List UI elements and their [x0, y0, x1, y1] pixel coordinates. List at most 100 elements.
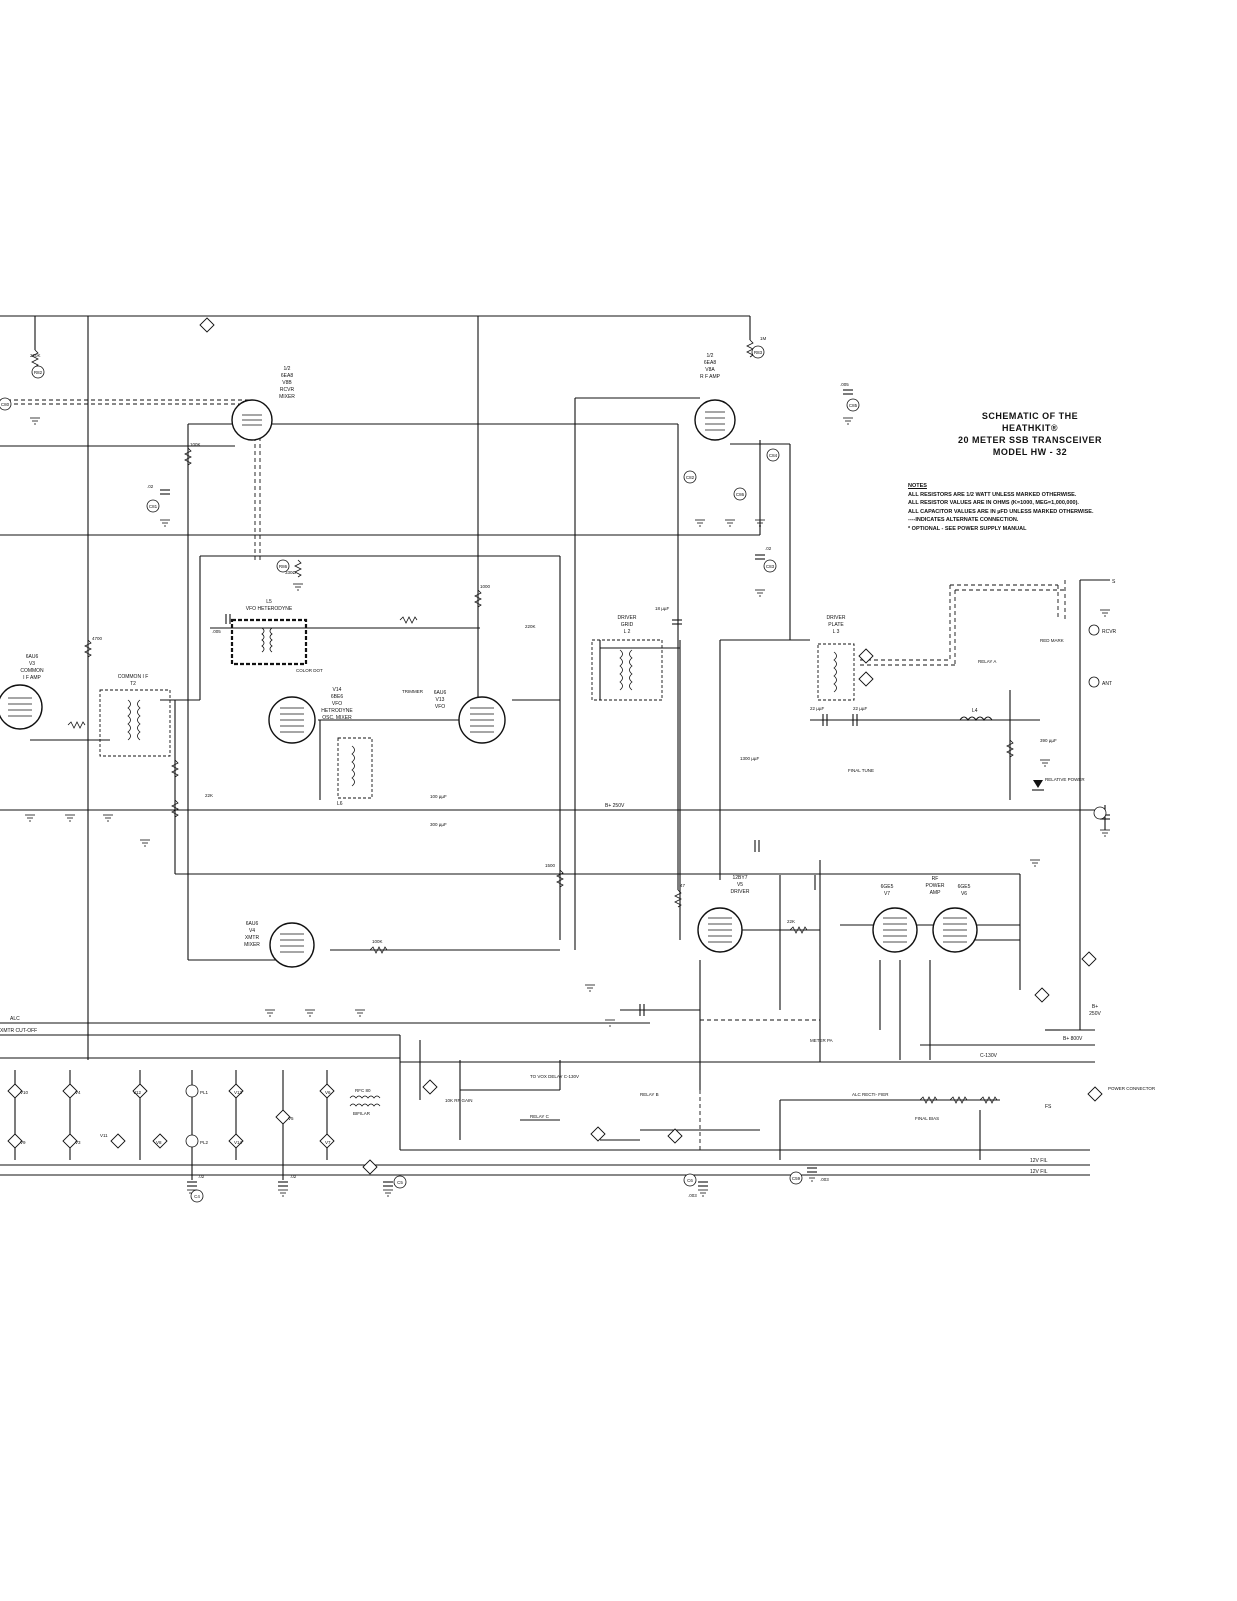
heater-v14: V14 [234, 1140, 243, 1145]
c8-value: .02 [198, 1174, 205, 1179]
ref-r82: R82 [34, 370, 43, 375]
tube-v5 [697, 907, 743, 953]
rcvr-connector [1088, 624, 1100, 688]
ref-c84: C84 [769, 453, 778, 458]
heater-v6: V6 [325, 1090, 331, 1095]
heater-pl2: PL2 [200, 1140, 209, 1145]
heater-v11: V11 [100, 1133, 108, 1138]
note-line: ALL CAPACITOR VALUES ARE IN µFD UNLESS M… [908, 508, 1094, 515]
c23-value: 22 µµF [853, 706, 867, 711]
tube-v3 [0, 684, 43, 730]
wiring [0, 315, 1110, 1176]
c55-value: .005 [840, 382, 849, 387]
final-bias-label: FINAL BIAS [915, 1116, 939, 1121]
c91-value: .005 [212, 629, 221, 634]
alc-label: ALC [10, 1016, 20, 1022]
coil-l4 [959, 716, 993, 721]
heater-v5: V5 [288, 1116, 294, 1121]
heater-v12: V12 [133, 1090, 142, 1095]
tube-v13 [458, 696, 506, 744]
heater-v7: V7 [325, 1140, 331, 1145]
heater-v3: V3 [75, 1140, 81, 1145]
heater-v4: V4 [75, 1090, 81, 1095]
transformer-t2 [99, 689, 171, 757]
ref-r83: R83 [754, 350, 763, 355]
rfc80-label: RFC 80 [355, 1088, 371, 1093]
heater-string [7, 1070, 381, 1180]
tube-v14 [268, 696, 316, 744]
heater-v9: V9 [20, 1140, 26, 1145]
heater-v8: V8 [156, 1140, 162, 1145]
c22-value: 22 µµF [810, 706, 824, 711]
ref-c80: C80 [1, 402, 10, 407]
tube-v8a [694, 399, 736, 441]
r87-value: 4700 [92, 636, 103, 641]
c43-value: 300 µµF [430, 822, 447, 827]
c90-value: .02 [147, 484, 154, 489]
schematic-notes: NOTES ALL RESISTORS ARE 1/2 WATT UNLESS … [908, 482, 1148, 533]
reference-circles: R82 C80 R83 C85 C81 C82 C84 C86 C83 R86 … [0, 345, 1107, 1203]
c130-label: C-130V [980, 1053, 998, 1059]
alc-rectifier-label: ALC RECTI- FIER [852, 1092, 889, 1097]
note-line: ALL RESISTOR VALUES ARE IN OHMS (K=1000,… [908, 500, 1079, 506]
tube-v4 [269, 922, 315, 968]
meter-pa-label: METER PA [810, 1038, 833, 1043]
title-line-3: 20 METER SSB TRANSCEIVER [957, 435, 1103, 445]
relative-power-diode [1032, 780, 1044, 791]
component-values: 220K 1M 100K 330Ω 4700 1000 220K 100K 15… [30, 336, 1057, 1198]
r82-value: 220K [30, 353, 41, 358]
ant-label: ANT [1102, 681, 1112, 687]
fil1-label: 12V FIL [1030, 1158, 1048, 1164]
l4-label: L4 [972, 708, 978, 714]
note-line: ----INDICATES ALTERNATE CONNECTION. [908, 517, 1019, 523]
c19-value: 18 µµF [655, 606, 669, 611]
ref-r86: R86 [279, 564, 288, 569]
r83-value: 1M [760, 336, 767, 341]
relay-c-label: RELAY C [530, 1114, 550, 1119]
fil2-label: 12V FIL [1030, 1169, 1048, 1175]
r47-value: 22K [787, 919, 795, 924]
title-line-1: SCHEMATIC OF THE [981, 411, 1079, 421]
coil-l5 [230, 618, 308, 666]
relay-b-label: RELAY B [640, 1092, 659, 1097]
ref-c81: C81 [149, 504, 158, 509]
ref-c82: C82 [686, 475, 695, 480]
b250-right-label: B+250V [1089, 1004, 1101, 1017]
ref-c4: C5 [397, 1180, 403, 1185]
tube-v7 [872, 907, 918, 953]
r22-value: 22K [205, 793, 213, 798]
c24-value: 1300 µµF [740, 756, 759, 761]
rail-labels: B+ 250V ALC XMTR CUT-OFF C-130V B+250V B… [0, 803, 1101, 1175]
r45-value: 47 [680, 883, 686, 888]
c5-value: .003 [688, 1193, 697, 1198]
red-mark-label: RED MARK [1040, 638, 1064, 643]
tube-v6 [932, 907, 978, 953]
r88-value: 1000 [480, 584, 491, 589]
final-tune-label: FINAL TUNE [848, 768, 874, 773]
notes-header: NOTES [908, 483, 927, 489]
c71-value: 390 µµF [1040, 738, 1057, 743]
rf-gain-label: 10K RF GAIN [445, 1098, 473, 1103]
c4-value: .02 [290, 1174, 297, 1179]
tube-v8b [231, 399, 273, 441]
ref-c86: C86 [736, 492, 745, 497]
rcvr-label: RCVR [1102, 629, 1117, 635]
trimmer-label: TRIMMER [402, 689, 424, 694]
diamond-markers [199, 317, 1103, 1175]
ref-c8: C4 [194, 1194, 200, 1199]
bifilar-label: BIFILAR [353, 1111, 371, 1116]
title-line-4: MODEL HW - 32 [992, 447, 1068, 457]
